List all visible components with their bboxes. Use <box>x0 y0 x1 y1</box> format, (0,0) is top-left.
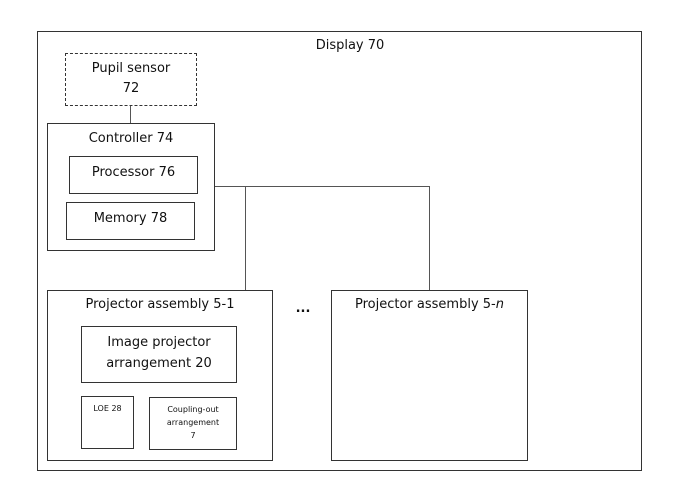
memory-label: Memory 78 <box>93 211 168 226</box>
memory-box: Memory 78 <box>66 202 195 240</box>
processor-label: Processor 76 <box>91 165 176 180</box>
connector-to-projector-1 <box>245 186 246 290</box>
projector-assembly-n-label-prefix: Projector assembly 5- <box>355 297 496 312</box>
pupil-sensor-label-line2: 72 <box>122 81 140 96</box>
connector-pupil-controller <box>130 106 131 123</box>
projector-assembly-n-label-suffix: n <box>495 297 504 312</box>
loe-box: LOE 28 <box>81 396 134 449</box>
projector-assembly-n-label: Projector assembly 5-n <box>332 297 527 313</box>
display-label: Display 70 <box>315 38 385 53</box>
loe-label: LOE 28 <box>93 404 122 413</box>
projector-assembly-1-label: Projector assembly 5-1 <box>85 297 235 312</box>
connector-to-projector-n <box>429 186 430 290</box>
pupil-sensor-label-line1: Pupil sensor <box>91 61 171 76</box>
coupling-out-label-line1: Coupling-out <box>167 405 219 414</box>
coupling-out-label-line2: arrangement <box>166 418 220 427</box>
image-projector-label-line1: Image projector <box>107 335 211 350</box>
coupling-out-box: Coupling-out arrangement 7 <box>149 397 237 450</box>
pupil-sensor-box: Pupil sensor 72 <box>65 53 197 106</box>
projector-assembly-n-box: Projector assembly 5-n <box>331 290 528 461</box>
processor-box: Processor 76 <box>69 156 198 194</box>
coupling-out-label-line3: 7 <box>190 431 196 440</box>
controller-label: Controller 74 <box>88 131 174 146</box>
image-projector-label-line2: arrangement 20 <box>106 356 212 371</box>
ellipsis: ... <box>295 301 311 316</box>
projector-assembly-1-box: Projector assembly 5-1 Image projector a… <box>47 290 273 461</box>
connector-controller-horizontal <box>215 186 430 187</box>
image-projector-box: Image projector arrangement 20 <box>81 326 237 383</box>
controller-box: Controller 74 Processor 76 Memory 78 <box>47 123 215 251</box>
